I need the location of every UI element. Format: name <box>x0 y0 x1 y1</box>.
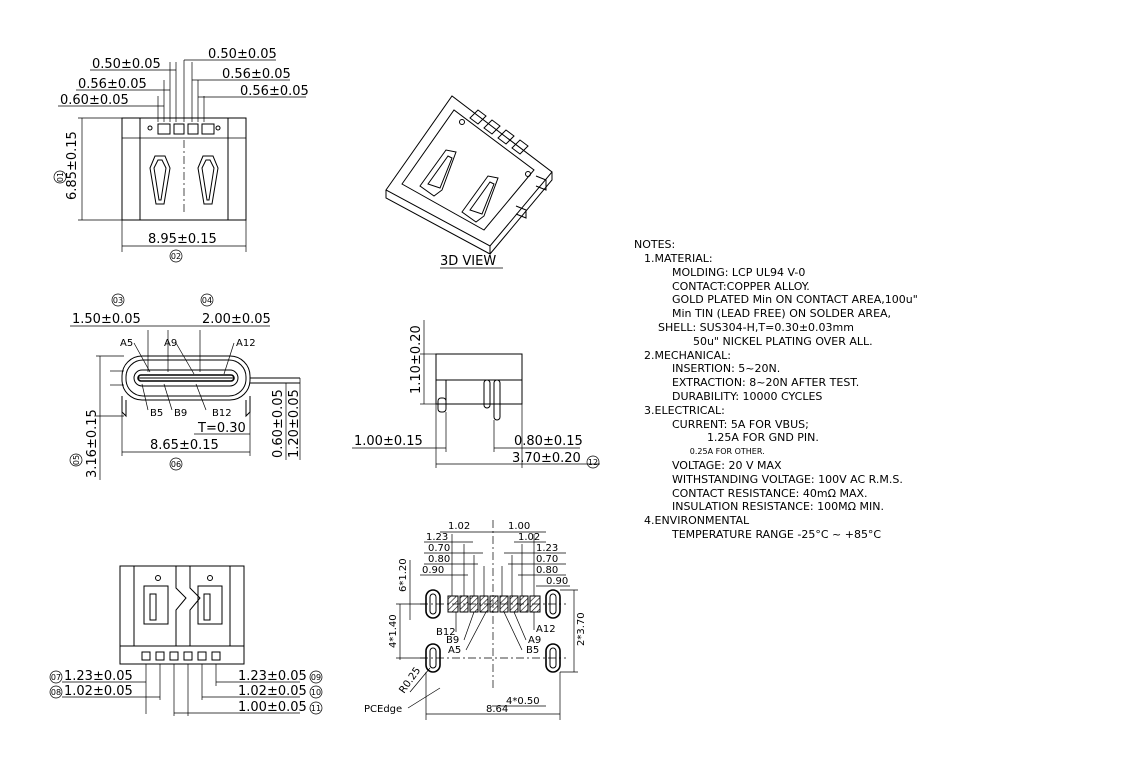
fp-dim-100: 1.00 <box>508 521 530 532</box>
fp-dim-070b: 0.70 <box>536 554 558 565</box>
top-dim-2: 0.50±0.05 <box>208 47 277 62</box>
notes-line: 2.MECHANICAL: <box>644 348 731 362</box>
notes-line: 4.ENVIRONMENTAL <box>644 514 750 528</box>
bottom-dim-r1: 1.23±0.05 <box>238 669 307 684</box>
bottom-dim-r3: 1.00±0.05 <box>238 700 307 715</box>
side-dim-height: 1.10±0.20 <box>409 325 424 394</box>
top-dim-4: 0.56±0.05 <box>222 67 291 82</box>
notes-line: CURRENT: 5A FOR VBUS; <box>644 417 809 431</box>
top-dim-6: 0.56±0.05 <box>240 84 309 99</box>
notes-line: VOLTAGE: 20 V MAX <box>644 459 782 472</box>
top-dim-3: 0.56±0.05 <box>78 77 147 92</box>
ref-01: 01 <box>56 172 65 182</box>
front-dim-right-top: 2.00±0.05 <box>202 312 271 327</box>
front-pin-b9: B9 <box>174 408 187 419</box>
ref-12: 12 <box>588 458 598 467</box>
bottom-view: 07 1.23±0.05 08 1.02±0.05 1.23±0.05 09 1… <box>49 565 323 716</box>
fp-dim-090a: 0.90 <box>422 565 444 576</box>
notes-line: 3.ELECTRICAL: <box>644 403 725 417</box>
front-view: 1.50±0.05 2.00±0.05 03 04 A5 A9 A12 B5 B… <box>69 293 302 480</box>
front-pin-a5: A5 <box>120 338 133 349</box>
side-dim-left: 1.00±0.15 <box>354 434 423 449</box>
fp-pin-b12: B12 <box>436 627 456 638</box>
front-dim-width: 8.65±0.15 <box>150 438 219 453</box>
notes-line: 1.MATERIAL: <box>644 252 713 265</box>
side-dim-length: 3.70±0.20 <box>512 451 581 466</box>
notes-line: INSERTION: 5~20N. <box>644 362 781 376</box>
notes-line: SHELL: SUS304-H,T=0.30±0.03mm <box>644 321 854 334</box>
fp-dim-070a: 0.70 <box>428 543 450 554</box>
notes-line: WITHSTANDING VOLTAGE: 100V AC R.M.S. <box>644 472 903 486</box>
notes-line: MOLDING: LCP UL94 V-0 <box>644 265 806 279</box>
notes-line: 50u" NICKEL PLATING OVER ALL. <box>644 334 873 348</box>
fp-dim-pitch-l: 4*1.40 <box>388 614 399 648</box>
notes-line: DURABILITY: 10000 CYCLES <box>644 390 823 403</box>
top-dim-5: 0.60±0.05 <box>60 93 129 108</box>
fp-pin-b9: B9 <box>446 635 459 646</box>
notes-line: GOLD PLATED Min ON CONTACT AREA,100u" <box>644 293 918 307</box>
notes-line: CONTACT:COPPER ALLOY. <box>644 279 810 293</box>
fp-dim-102a: 1.02 <box>448 521 470 532</box>
front-pin-b5: B5 <box>150 408 163 419</box>
ref-02-circle <box>169 249 183 263</box>
top-dim-height: 6.85±0.15 <box>65 131 80 200</box>
fp-dim-123b: 1.23 <box>536 543 558 554</box>
footprint-view: 1.02 1.00 1.23 1.02 0.70 1.23 0.80 0.70 … <box>364 520 587 720</box>
fp-dim-pad-w: 4*0.50 <box>506 696 540 707</box>
ref-02: 02 <box>171 252 181 261</box>
fp-dim-102b: 1.02 <box>518 532 540 543</box>
notes-line: 0.25A FOR OTHER. <box>644 447 765 457</box>
iso-view: 3D VIEW <box>385 95 553 269</box>
front-dim-h2: 1.20±0.05 <box>287 389 302 458</box>
ref-06: 06 <box>171 460 181 469</box>
ref-01-circle <box>53 170 67 184</box>
top-view: 0.50±0.05 0.50±0.05 0.56±0.05 0.56±0.05 … <box>53 47 309 263</box>
fp-dim-slot-h: 6*1.20 <box>398 558 409 592</box>
notes-title: NOTES: <box>634 238 676 251</box>
ref-04: 04 <box>202 296 212 305</box>
ref-08: 08 <box>51 688 61 697</box>
fp-pin-b5: B5 <box>526 645 539 656</box>
fp-pin-a5: A5 <box>448 645 461 656</box>
front-dim-h1: 0.60±0.05 <box>271 389 286 458</box>
ref-05: 05 <box>72 455 81 465</box>
ref-07: 07 <box>51 673 61 682</box>
fp-pin-a9: A9 <box>528 635 541 646</box>
fp-dim-123a: 1.23 <box>426 532 448 543</box>
side-dim-right: 0.80±0.15 <box>514 434 583 449</box>
notes-line: TEMPERATURE RANGE -25°C ~ +85°C <box>644 528 882 541</box>
notes-line: 1.25A FOR GND PIN. <box>644 431 819 445</box>
front-pin-a9: A9 <box>164 338 177 349</box>
notes-line: Min TIN (LEAD FREE) ON SOLDER AREA, <box>644 307 892 321</box>
notes-line: INSULATION RESISTANCE: 100MΩ MIN. <box>644 500 884 514</box>
fp-pin-a12: A12 <box>536 624 556 635</box>
front-dim-left-top: 1.50±0.05 <box>72 312 141 327</box>
ref-11: 11 <box>311 704 321 713</box>
top-dim-width: 8.95±0.15 <box>148 232 217 247</box>
top-dim-1: 0.50±0.05 <box>92 57 161 72</box>
fp-dim-080a: 0.80 <box>428 554 450 565</box>
fp-dim-pitch-r: 2*3.70 <box>576 612 587 646</box>
fp-dim-090b: 0.90 <box>546 576 568 587</box>
notes-line: CONTACT RESISTANCE: 40mΩ MAX. <box>644 486 868 500</box>
fp-dim-080b: 0.80 <box>536 565 558 576</box>
front-pin-a12: A12 <box>236 338 256 349</box>
ref-03: 03 <box>113 296 123 305</box>
bottom-dim-l1: 1.23±0.05 <box>64 669 133 684</box>
side-view: 1.10±0.20 1.00±0.15 0.80±0.15 3.70±0.20 … <box>352 320 600 469</box>
front-pin-b12: B12 <box>212 408 232 419</box>
ref-10: 10 <box>311 688 321 697</box>
front-dim-height: 3.16±0.15 <box>85 409 100 478</box>
bottom-dim-l2: 1.02±0.05 <box>64 684 133 699</box>
fp-pcb-edge: PCEdge <box>364 704 402 715</box>
notes-line: EXTRACTION: 8~20N AFTER TEST. <box>644 376 860 390</box>
iso-view-label: 3D VIEW <box>440 254 496 269</box>
ref-09: 09 <box>311 673 321 682</box>
front-dim-thickness: T=0.30 <box>197 421 246 436</box>
bottom-dim-r2: 1.02±0.05 <box>238 684 307 699</box>
fp-dim-width: 8.64 <box>486 704 508 715</box>
